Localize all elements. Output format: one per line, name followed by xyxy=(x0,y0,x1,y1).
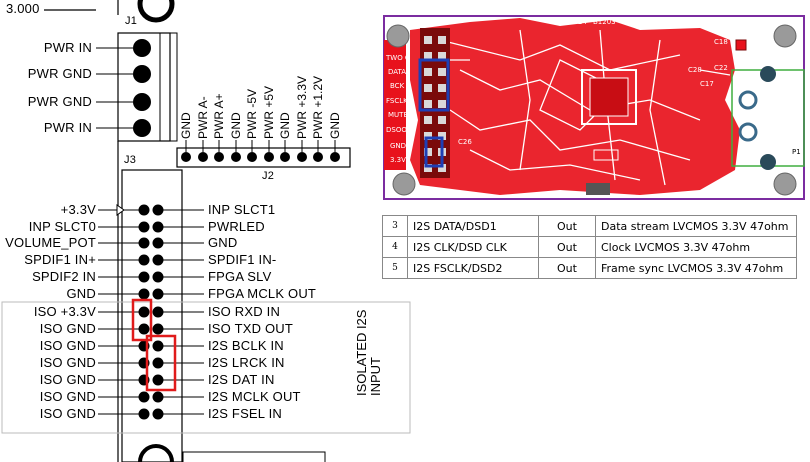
j3-left-7-label: ISO +3.3V xyxy=(33,304,96,319)
j2-pin-10-label: GND xyxy=(328,112,342,139)
j3-left-12-label: ISO GND xyxy=(39,389,96,404)
j3-left-3-label: VOLUME_POT xyxy=(5,235,96,250)
pcb-label-mute: MUTE xyxy=(388,111,408,119)
pcb-label-dsooe: DSOOE xyxy=(386,126,412,134)
j3-right-13-label: I2S FSEL IN xyxy=(208,406,282,421)
j2-pin-7-label: GND xyxy=(278,112,292,139)
j2-pin-4-label: GND xyxy=(229,112,243,139)
j2-pins xyxy=(181,152,340,162)
pcb-label-c18: C18 xyxy=(714,38,728,46)
j3-right-6-label: FPGA MCLK OUT xyxy=(208,286,317,301)
j3-right-1-label: INP SLCT1 xyxy=(208,202,276,217)
j1-pin-3-label: PWR GND xyxy=(27,94,92,109)
j2-pin-8-label: PWR +3.3V xyxy=(295,75,309,139)
signal-table: 3 I2S DATA/DSD1 Out Data stream LVCMOS 3… xyxy=(382,215,797,279)
pcb-label-two-c: TWO C xyxy=(386,54,410,62)
pcb-label-fsclk: FSCLK xyxy=(386,97,408,105)
j3-ref: J3 xyxy=(124,154,137,166)
row-number: 3 xyxy=(382,215,408,237)
j2-pin-1-label: GND xyxy=(179,112,193,139)
j2-body xyxy=(176,147,351,168)
highlight-iso-box xyxy=(131,298,153,342)
j3-left-8-label: ISO GND xyxy=(39,321,96,336)
j3-right-9-label: I2S BCLK IN xyxy=(208,338,284,353)
j3-left-9-label: ISO GND xyxy=(39,338,96,353)
table-row: 3 I2S DATA/DSD1 Out Data stream LVCMOS 3… xyxy=(382,215,797,237)
j3-right-8-label: ISO TXD OUT xyxy=(208,321,294,336)
highlight-i2s-box xyxy=(145,334,177,392)
pcb-label-c26: C26 xyxy=(458,138,472,146)
table-row: 4 I2S CLK/DSD CLK Out Clock LVCMOS 3.3V … xyxy=(382,236,797,258)
pcb-label-c13: C13 xyxy=(648,18,662,26)
j3-right-10-label: I2S LRCK IN xyxy=(208,355,285,370)
pcb-label-3v3: 3.3V xyxy=(390,156,406,164)
pcb-label-p1: P1 xyxy=(792,148,801,156)
dimension-value: 3.000 xyxy=(6,1,40,16)
j1-ref: J1 xyxy=(125,15,138,27)
j3-right-5-label: FPGA SLV xyxy=(208,269,272,284)
j3-left-1-label: +3.3V xyxy=(60,202,96,217)
j1-pin-1-label: PWR IN xyxy=(43,40,92,55)
j2-pin-5-label: PWR -5V xyxy=(245,88,259,139)
j3-left-10-label: ISO GND xyxy=(39,355,96,370)
j3-right-2-label: PWRLED xyxy=(208,219,265,234)
signal-name: I2S CLK/DSD CLK xyxy=(407,236,539,258)
j3-right-7-label: ISO RXD IN xyxy=(208,304,281,319)
j3-left-2-label: INP SLCT0 xyxy=(28,219,96,234)
signal-direction: Out xyxy=(538,236,596,258)
j1-pin-4-label: PWR IN xyxy=(43,120,92,135)
j2-pin-9-label: PWR +1.2V xyxy=(311,75,325,139)
pcb-label-c24: C24 xyxy=(573,18,587,26)
mounting-hole-top xyxy=(137,0,175,23)
row-number: 4 xyxy=(382,236,408,258)
signal-description: Data stream LVCMOS 3.3V 47ohm xyxy=(595,215,797,237)
j3-left-13-label: ISO GND xyxy=(39,406,96,421)
pcb-label-c22: C22 xyxy=(714,64,728,72)
j3-right-4-label: SPDIF1 IN- xyxy=(208,252,277,267)
signal-direction: Out xyxy=(538,215,596,237)
j3-right-11-label: I2S DAT IN xyxy=(208,372,275,387)
row-number: 5 xyxy=(382,257,408,279)
pcb-label-c17: C17 xyxy=(700,80,714,88)
signal-description: Frame sync LVCMOS 3.3V 47ohm xyxy=(595,257,797,279)
table-row: 5 I2S FSCLK/DSD2 Out Frame sync LVCMOS 3… xyxy=(382,257,797,279)
j1-pin-2-label: PWR GND xyxy=(27,66,92,81)
j3-left-6-label: GND xyxy=(66,286,96,301)
j3-left-5-label: SPDIF2 IN xyxy=(32,269,96,284)
pcb-label-c28: C28 xyxy=(688,66,702,74)
signal-description: Clock LVCMOS 3.3V 47ohm xyxy=(595,236,797,258)
j2-ref: J2 xyxy=(262,170,275,182)
pcb-label-bck: BCK xyxy=(390,82,405,90)
signal-direction: Out xyxy=(538,257,596,279)
signal-name: I2S DATA/DSD1 xyxy=(407,215,539,237)
pcb-label-gnd: GND xyxy=(390,142,407,150)
pcb-label-b1203: B1203 xyxy=(593,18,616,26)
isolated-region xyxy=(1,301,411,434)
j1-body xyxy=(117,32,171,142)
pcb-label-data: DATA xyxy=(388,68,407,76)
j3-right-12-label: I2S MCLK OUT xyxy=(208,389,301,404)
j2-pin-6-label: PWR +5V xyxy=(262,85,276,139)
isolated-i2s-input-label: ISOLATED I2S INPUT xyxy=(354,309,383,396)
pcb-layout xyxy=(383,15,805,200)
signal-name: I2S FSCLK/DSD2 xyxy=(407,257,539,279)
j3-body xyxy=(121,169,183,462)
j2-pin-2-label: PWR A- xyxy=(196,96,210,139)
j3-pins xyxy=(98,204,204,420)
j3-right-3-label: GND xyxy=(208,235,238,250)
j3-left-4-label: SPDIF1 IN+ xyxy=(24,252,96,267)
j1-pins xyxy=(96,39,151,137)
j3-left-11-label: ISO GND xyxy=(39,372,96,387)
j2-pin-3-label: PWR A+ xyxy=(212,93,226,139)
